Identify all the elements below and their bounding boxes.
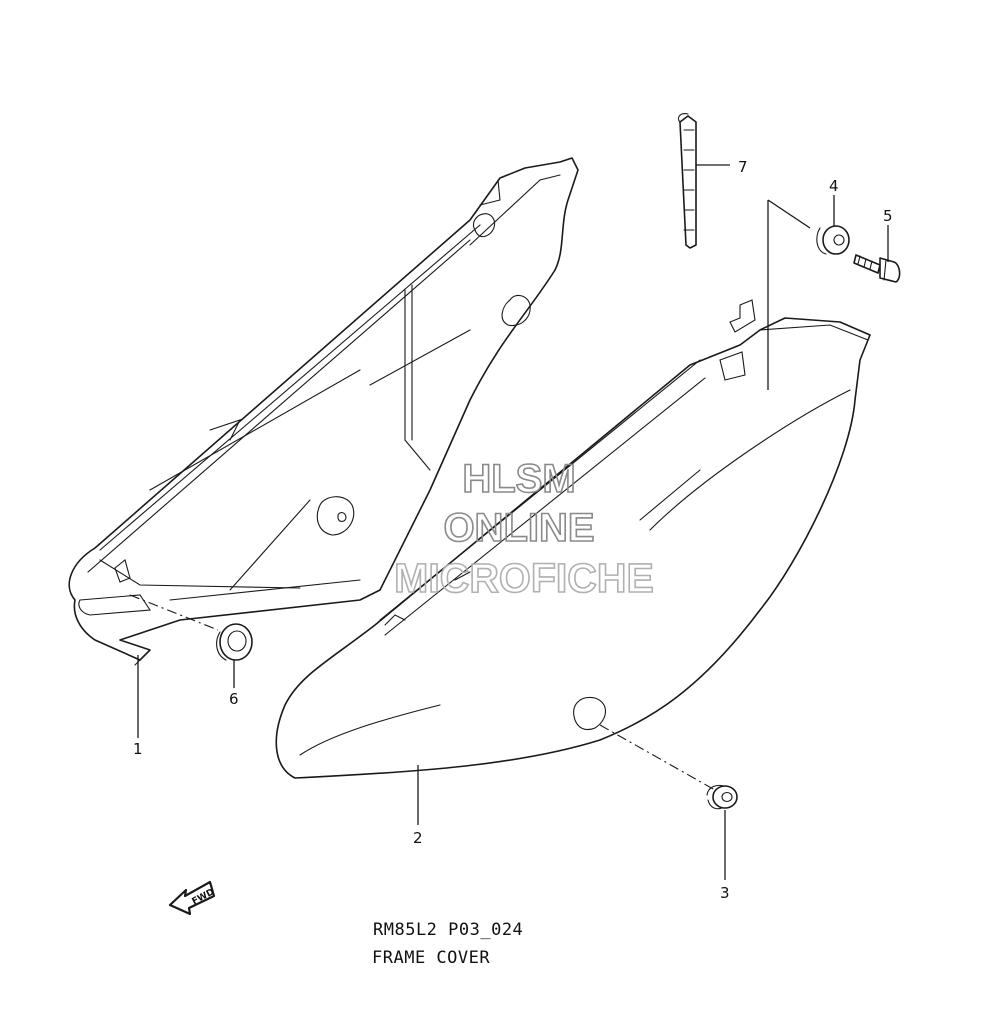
callout-1[interactable]: 1	[133, 740, 143, 758]
bolt-part-5	[853, 254, 901, 283]
callout-4[interactable]: 4	[829, 177, 839, 195]
frame-cover-right-part-2	[275, 299, 871, 779]
assembly-lines	[129, 199, 811, 791]
callout-5[interactable]: 5	[883, 207, 893, 225]
watermark-line-2: ONLINE	[443, 506, 594, 550]
diagram-code: RM85L2 P03_024	[373, 920, 524, 940]
callout-3[interactable]: 3	[720, 884, 730, 902]
callout-6[interactable]: 6	[229, 690, 239, 708]
frame-cover-left-part-1	[68, 157, 579, 666]
watermark: HLSM ONLINE MICROFICHE	[393, 456, 654, 602]
watermark-line-3: MICROFICHE	[394, 555, 654, 601]
watermark-line-1: HLSM	[462, 457, 575, 501]
callout-7[interactable]: 7	[738, 158, 748, 176]
collar-part-4	[816, 225, 850, 255]
grommet-part-3	[706, 784, 738, 810]
cable-tie-part-7	[677, 113, 697, 249]
callout-2[interactable]: 2	[413, 829, 423, 847]
fwd-arrow-icon: FWD	[168, 880, 216, 916]
diagram-title: FRAME COVER	[372, 948, 491, 968]
callout-leaders	[137, 164, 889, 880]
collar-part-6	[216, 623, 253, 661]
